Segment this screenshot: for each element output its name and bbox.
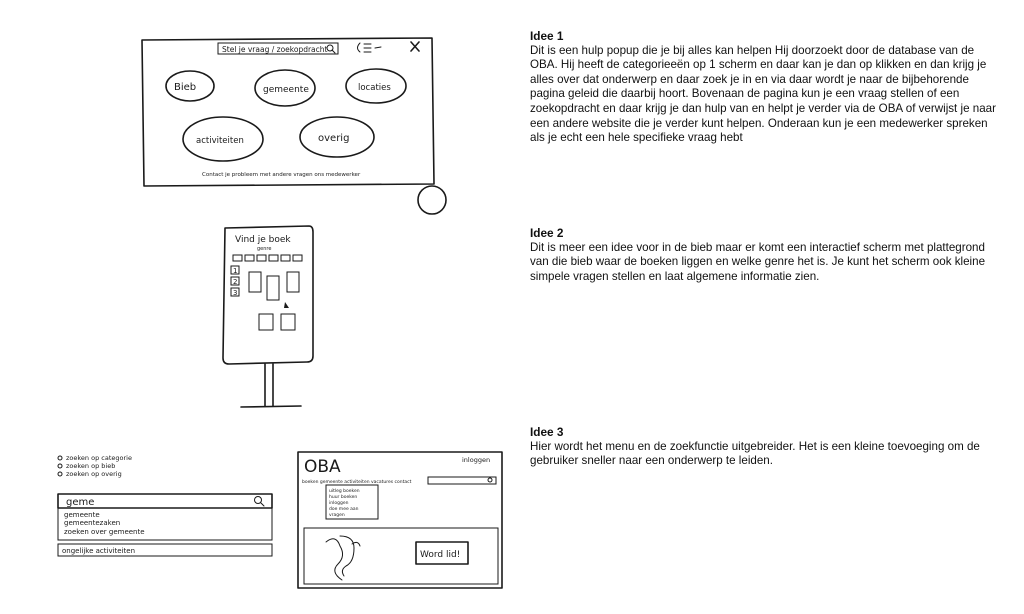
kiosk-subtitle: genre bbox=[257, 246, 271, 252]
library-map bbox=[248, 271, 300, 331]
site-search-input[interactable] bbox=[427, 476, 497, 485]
genre-buttons[interactable] bbox=[232, 254, 303, 262]
bubble-overig-label: overig bbox=[318, 133, 349, 144]
sketch-search-menu: zoeken op categorie zoeken op bieb zoeke… bbox=[56, 446, 286, 566]
nav-bar[interactable]: boeken gemeente activiteiten vacatures c… bbox=[302, 479, 412, 485]
idea-2: Idee 2 Dit is meer een idee voor in de b… bbox=[530, 226, 1000, 284]
footer-suggestion: ongelijke activiteiten bbox=[62, 547, 135, 555]
idea-1-title: Idee 1 bbox=[530, 29, 564, 43]
radio-label-1: zoeken op categorie bbox=[66, 454, 132, 462]
dropdown-item[interactable]: doe mee aan bbox=[329, 506, 359, 512]
bubble-activiteiten[interactable] bbox=[182, 116, 264, 162]
dropdown-item[interactable]: huur boeken bbox=[329, 494, 357, 500]
search-icon bbox=[254, 496, 262, 504]
menu-icon[interactable] bbox=[357, 42, 382, 53]
popup-search-bar[interactable] bbox=[217, 42, 339, 55]
bubble-gemeente-label: gemeente bbox=[263, 85, 309, 95]
popup-footer-text: Contact je probleem met andere vragen on… bbox=[202, 172, 361, 178]
radio-label-3: zoeken op overig bbox=[66, 470, 122, 478]
dropdown-item[interactable]: uitleg boeken bbox=[329, 488, 360, 494]
search-icon bbox=[487, 477, 493, 483]
dropdown-item[interactable]: inloggen bbox=[329, 500, 349, 506]
sketch-kiosk: Vind je boek genre 1 2 3 bbox=[215, 224, 325, 410]
search-icon bbox=[326, 44, 334, 52]
radio-label-2: zoeken op bieb bbox=[66, 462, 115, 470]
nav-dropdown bbox=[325, 484, 379, 520]
word-lid-label: Word lid! bbox=[420, 550, 460, 560]
popup-search-text: Stel je vraag / zoekopdracht bbox=[222, 45, 328, 54]
oba-logo: OBA bbox=[304, 457, 341, 477]
hero-banner bbox=[303, 527, 499, 585]
login-link[interactable]: inloggen bbox=[462, 456, 490, 464]
word-lid-button[interactable] bbox=[415, 541, 469, 565]
suggestion-item[interactable]: gemeentezaken bbox=[64, 519, 120, 527]
close-icon[interactable] bbox=[410, 41, 420, 52]
floor-button-3[interactable] bbox=[230, 287, 240, 297]
bubble-overig[interactable] bbox=[299, 116, 375, 158]
sketch-oba-website: OBA inloggen boeken gemeente activiteite… bbox=[296, 450, 506, 592]
popup-frame bbox=[141, 37, 435, 187]
idea-1: Idee 1 Dit is een hulp popup die je bij … bbox=[530, 29, 1000, 146]
floor-label-2: 2 bbox=[233, 278, 237, 286]
floor-label-1: 1 bbox=[233, 267, 237, 275]
suggestion-item[interactable]: zoeken over gemeente bbox=[64, 528, 145, 536]
website-frame bbox=[297, 451, 503, 589]
suggestion-list bbox=[57, 507, 273, 541]
sketch-help-popup: Stel je vraag / zoekopdracht Bieb gemeen… bbox=[138, 34, 458, 222]
bubble-activiteiten-label: activiteiten bbox=[196, 136, 244, 146]
idea-2-title: Idee 2 bbox=[530, 226, 564, 240]
floor-button-1[interactable] bbox=[230, 265, 240, 275]
chat-bubble[interactable] bbox=[417, 185, 447, 215]
cursor-icon bbox=[284, 302, 289, 308]
idea-3: Idee 3 Hier wordt het menu en de zoekfun… bbox=[530, 425, 1000, 469]
idea-3-text: Hier wordt het menu en de zoekfunctie ui… bbox=[530, 439, 980, 468]
floor-label-3: 3 bbox=[233, 289, 237, 297]
kiosk-stand bbox=[264, 363, 274, 407]
kiosk-screen bbox=[222, 225, 314, 365]
hero-illustration bbox=[325, 535, 361, 581]
bubble-locaties-label: locaties bbox=[358, 83, 391, 93]
floor-button-2[interactable] bbox=[230, 276, 240, 286]
search-input-value: geme bbox=[66, 497, 94, 508]
idea-1-text: Dit is een hulp popup die je bij alles k… bbox=[530, 43, 996, 145]
kiosk-title: Vind je boek bbox=[235, 235, 291, 245]
dropdown-item[interactable]: vragen bbox=[329, 512, 345, 518]
idea-3-title: Idee 3 bbox=[530, 425, 564, 439]
footer-suggestion-box[interactable] bbox=[57, 543, 273, 557]
suggestion-item[interactable]: gemeente bbox=[64, 511, 100, 519]
radio-option-1[interactable] bbox=[57, 455, 63, 461]
bubble-bieb[interactable] bbox=[165, 70, 215, 102]
bubble-bieb-label: Bieb bbox=[174, 82, 196, 93]
idea-2-text: Dit is meer een idee voor in de bieb maa… bbox=[530, 240, 986, 283]
bubble-locaties[interactable] bbox=[345, 68, 407, 104]
bubble-gemeente[interactable] bbox=[254, 69, 316, 107]
radio-option-3[interactable] bbox=[57, 471, 63, 477]
radio-option-2[interactable] bbox=[57, 463, 63, 469]
